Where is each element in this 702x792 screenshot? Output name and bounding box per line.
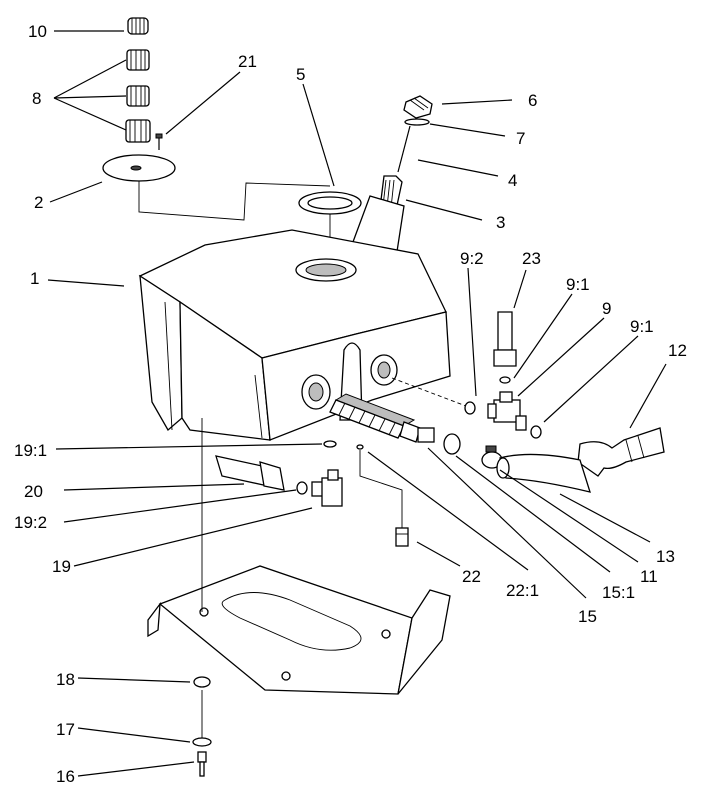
part-18-nut [193,676,211,688]
leader-lines [47,30,667,777]
part-22-fitting [395,527,409,547]
part-9-1-washer-right [530,425,542,439]
label-22: 22 [462,567,481,586]
part-5-gasket [298,191,362,258]
label-5: 5 [296,65,305,84]
part-19-2-washer [296,481,308,495]
part-20-hose [215,455,285,491]
part-15-filter [329,393,435,443]
part-13-hose [496,453,591,493]
label-2: 2 [34,193,43,212]
label-9-1-b: 9:1 [630,317,654,336]
part-12-hose [577,427,665,477]
part-15-1-oring [443,433,461,455]
part-2-plate [102,154,176,182]
label-13: 13 [656,547,675,566]
label-9-2: 9:2 [460,249,484,268]
label-23: 23 [522,249,541,268]
label-8: 8 [32,89,41,108]
part-9-tee [487,391,527,431]
connector-line [138,181,331,221]
label-3: 3 [496,213,505,232]
callout-labels: 10 8 21 2 5 6 7 4 3 1 9:2 23 9:1 9 9:1 1… [14,22,687,786]
part-19-elbow [311,469,343,507]
part-22-1-washer [356,444,364,450]
part-23-hose [493,311,517,367]
label-7: 7 [516,129,525,148]
label-17: 17 [56,720,75,739]
label-22-1: 22:1 [506,581,539,600]
label-15: 15 [578,607,597,626]
part-10-knob [127,17,149,35]
label-19: 19 [52,557,71,576]
label-4: 4 [508,171,517,190]
label-15-1: 15:1 [602,583,635,602]
part-16-bolt [197,751,207,777]
hidden-line [391,377,467,407]
label-16: 16 [56,767,75,786]
part-9-2-washer [464,401,476,415]
part-21-screw [155,133,163,150]
label-11: 11 [640,567,658,586]
label-9-1-a: 9:1 [566,275,590,294]
part-6-cap [403,95,433,119]
label-21: 21 [238,52,257,71]
label-20: 20 [24,482,43,501]
label-9: 9 [602,299,611,318]
label-1: 1 [30,269,39,288]
part-8-nuts [125,49,151,143]
part-7-gasket [404,118,430,126]
part-19-1-washer [323,440,337,448]
label-18: 18 [56,670,75,689]
part-17-washer [192,737,212,747]
label-19-2: 19:2 [14,513,47,532]
part-9-1-washer-upper [499,376,511,384]
part-4-dipstick [397,125,411,173]
part-1-tank [138,195,451,441]
label-10: 10 [28,22,47,41]
label-6: 6 [528,91,537,110]
leader-22 [359,450,403,528]
label-19-1: 19:1 [14,441,47,460]
mounting-plate [147,565,451,695]
label-12: 12 [668,341,687,360]
